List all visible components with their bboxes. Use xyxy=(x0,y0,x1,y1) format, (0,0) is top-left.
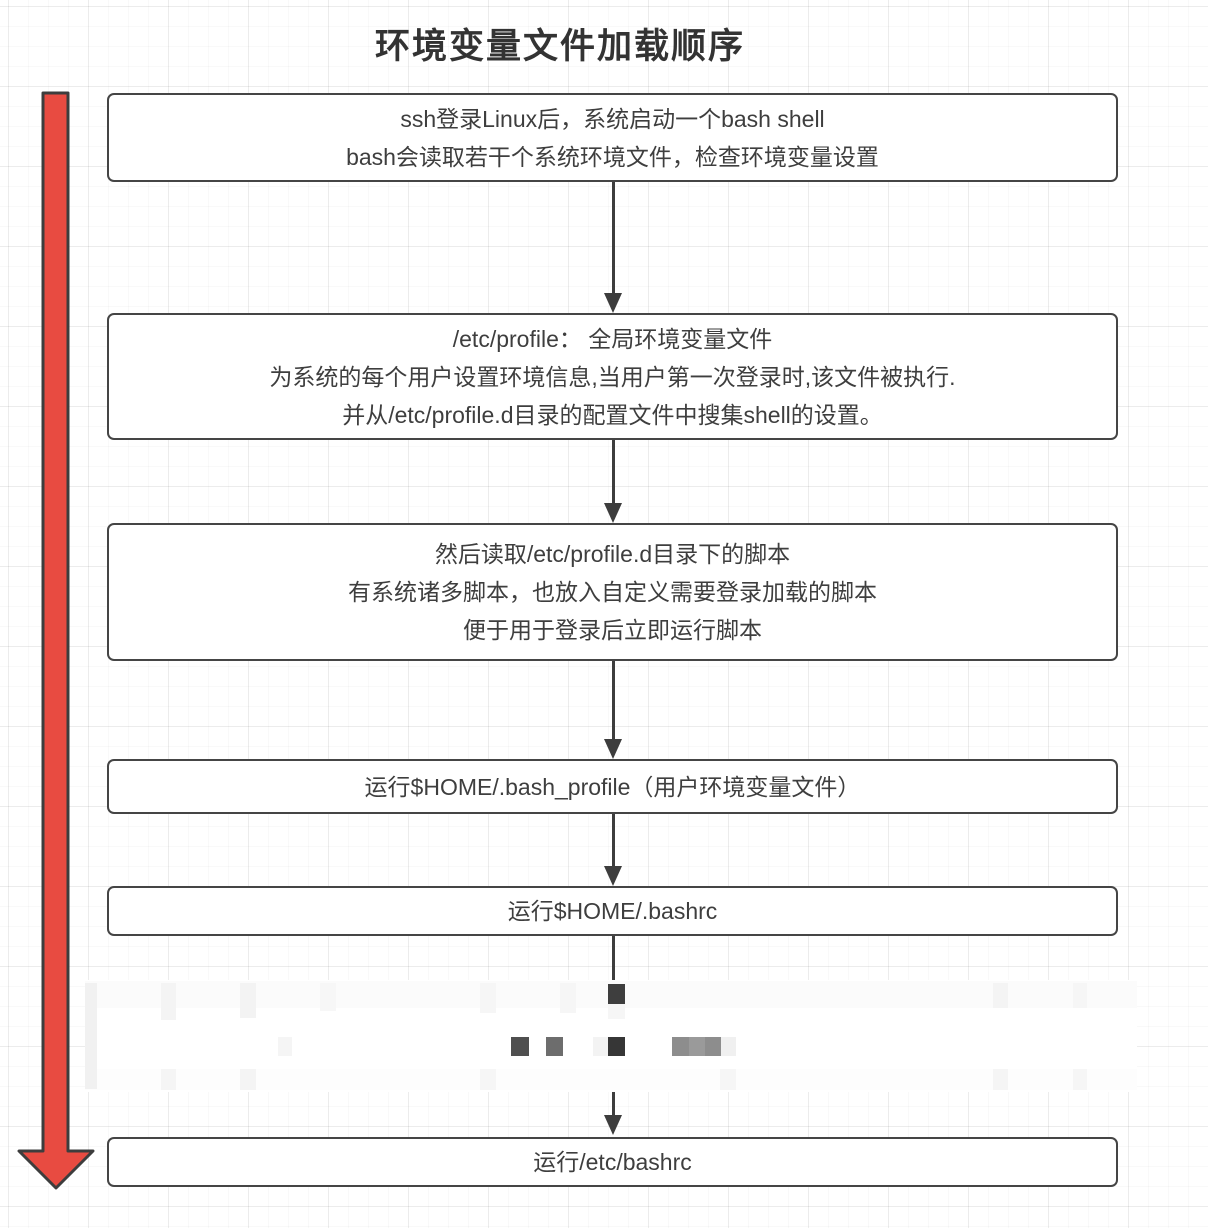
censored-pixel-block xyxy=(560,983,576,1013)
censored-pixel-block xyxy=(85,983,97,1089)
censored-pixel-block xyxy=(721,1037,736,1056)
censored-pixel-block xyxy=(993,1069,1008,1090)
connector-arrowhead-icon xyxy=(604,293,622,313)
censored-pixel-block xyxy=(608,1004,625,1019)
page-title: 环境变量文件加载顺序 xyxy=(374,27,745,66)
censored-pixel-block xyxy=(1073,983,1087,1008)
node-text-line: 有系统诸多脚本，也放入自定义需要登录加载的脚本 xyxy=(348,579,877,605)
node-text-line: 为系统的每个用户设置环境信息,当用户第一次登录时,该文件被执行. xyxy=(269,363,956,390)
node-text-line: 运行$HOME/.bashrc xyxy=(507,898,718,924)
flow-node-etc-profile-d: 然后读取/etc/profile.d目录下的脚本 有系统诸多脚本，也放入自定义需… xyxy=(107,523,1118,661)
red-down-arrow-icon xyxy=(17,91,95,1190)
node-text-line: /etc/profile： 全局环境变量文件 xyxy=(452,325,773,352)
censored-pixel-block xyxy=(608,1037,625,1056)
censored-pixel-block xyxy=(1073,1069,1087,1090)
censored-pixel-block xyxy=(993,983,1008,1008)
censored-pixel-block xyxy=(511,1037,529,1056)
connector-line-4 xyxy=(612,814,615,867)
node-text-line: bash会读取若干个系统环境文件，检查环境变量设置 xyxy=(346,143,879,170)
connector-line-3 xyxy=(612,661,615,740)
connector-line-5-lower xyxy=(612,1092,615,1116)
node-text-line: 运行$HOME/.bash_profile（用户环境变量文件） xyxy=(364,773,861,800)
censored-pixel-block xyxy=(480,1069,496,1090)
connector-arrowhead-icon xyxy=(604,503,622,523)
connector-arrowhead-icon xyxy=(604,866,622,886)
censored-pixel-block xyxy=(480,983,496,1013)
censored-pixel-block xyxy=(278,1037,292,1056)
node-text-line: 便于用于登录后立即运行脚本 xyxy=(463,617,762,643)
censored-pixel-block xyxy=(161,983,176,1020)
censored-pixel-block xyxy=(672,1037,689,1056)
flow-node-home-bashrc: 运行$HOME/.bashrc xyxy=(107,886,1118,936)
censored-pixel-block xyxy=(705,1037,721,1056)
node-text-line: 运行/etc/bashrc xyxy=(533,1149,692,1175)
connector-line-5-upper xyxy=(612,936,615,982)
flow-node-etc-profile: /etc/profile： 全局环境变量文件 为系统的每个用户设置环境信息,当用… xyxy=(107,313,1118,440)
connector-line-1 xyxy=(612,182,615,294)
node-text-line: 并从/etc/profile.d目录的配置文件中搜集shell的设置。 xyxy=(342,401,883,428)
connector-arrowhead-icon xyxy=(604,739,622,759)
censored-pixel-block xyxy=(546,1037,563,1056)
censored-pixel-block xyxy=(320,983,336,1011)
flow-node-home-bash-profile: 运行$HOME/.bash_profile（用户环境变量文件） xyxy=(107,759,1118,814)
censored-pixel-block xyxy=(240,983,256,1018)
censored-pixel-block xyxy=(689,1037,705,1056)
flow-node-ssh-login: ssh登录Linux后，系统启动一个bash shell bash会读取若干个系… xyxy=(107,93,1118,182)
censored-pixel-block xyxy=(720,1069,736,1090)
censored-pixel-block xyxy=(608,984,625,1004)
censored-pixel-block xyxy=(593,1037,608,1056)
censored-pixel-block xyxy=(240,1069,256,1090)
connector-arrowhead-icon xyxy=(604,1115,622,1135)
flow-node-etc-bashrc: 运行/etc/bashrc xyxy=(107,1137,1118,1187)
node-text-line: 然后读取/etc/profile.d目录下的脚本 xyxy=(434,541,791,567)
censored-pixel-block xyxy=(161,1069,176,1090)
connector-line-2 xyxy=(612,440,615,504)
node-text-line: ssh登录Linux后，系统启动一个bash shell xyxy=(400,105,825,132)
